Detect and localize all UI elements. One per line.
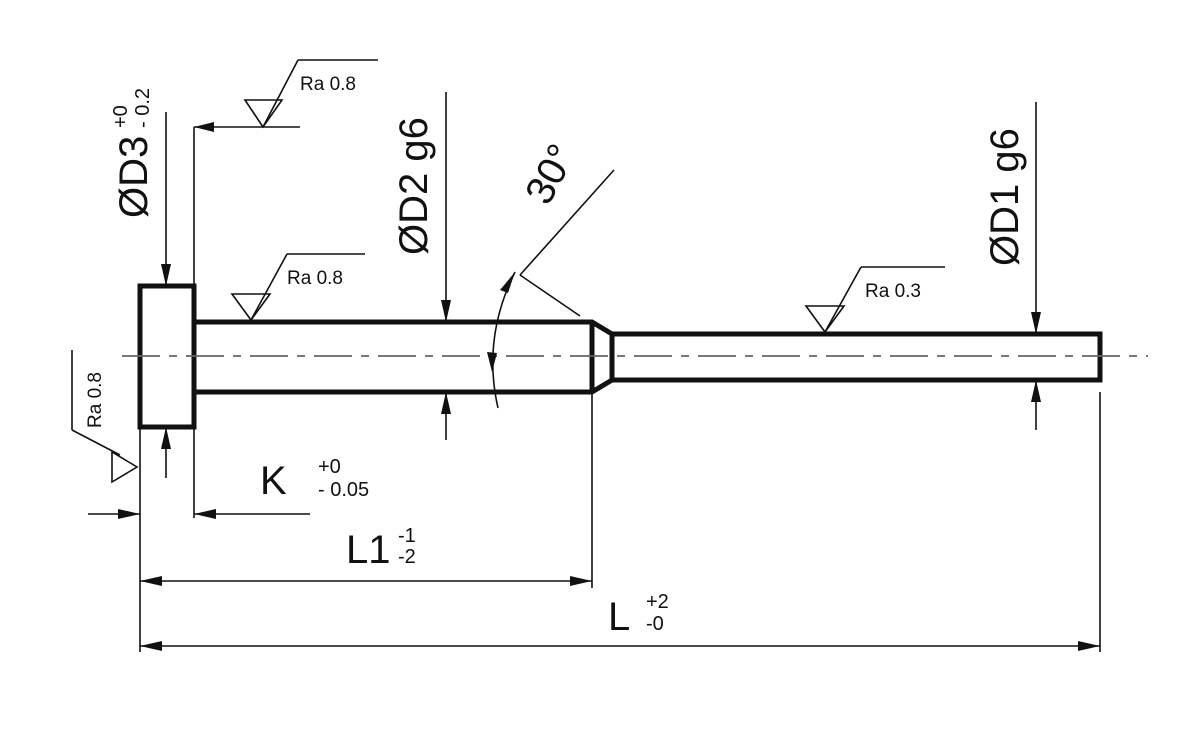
dimension-l: L +2 -0 [140,591,1100,651]
roughness-shank: Ra 0.8 [230,253,365,322]
d2-label: ØD2 g6 [392,117,436,255]
l1-tol-upper: -1 [398,525,416,547]
dimension-d1: ØD1 g6 [983,102,1041,430]
d3-tol-upper: +0 [110,105,132,128]
d3-tol-lower: - 0.2 [132,88,154,128]
pin-tip [609,331,1103,383]
d3-label: ØD3 [112,136,156,218]
l-label: L [608,595,630,639]
k-tol-lower: - 0.05 [318,479,369,501]
dimension-k: K +0 - 0.05 [88,456,369,519]
ra-shank: Ra 0.8 [287,268,343,289]
k-tol-upper: +0 [318,456,341,478]
dimension-d3: ØD3 +0 - 0.2 [110,88,171,478]
l-tol-upper: +2 [646,591,669,613]
l1-tol-lower: -2 [398,546,416,568]
roughness-pin: Ra 0.3 [804,266,945,334]
ra-pin: Ra 0.3 [865,281,921,302]
pin-shank [194,319,615,395]
l1-label: L1 [346,528,391,572]
roughness-head-top: Ra 0.8 [193,59,378,286]
angle-label: 30° [517,137,584,211]
ra-head-face: Ra 0.8 [85,372,106,428]
d1-label: ØD1 g6 [983,128,1027,266]
dimension-l1: L1 -1 -2 [140,525,592,586]
k-label: K [260,459,287,503]
dimension-d2: ØD2 g6 [392,92,451,440]
extension-lines [139,392,1101,652]
dimension-angle: 30° [487,137,615,409]
part-outline [137,283,1103,430]
l-tol-lower: -0 [646,613,664,635]
ra-head-top: Ra 0.8 [300,74,356,95]
roughness-head-face: Ra 0.8 [71,350,139,484]
